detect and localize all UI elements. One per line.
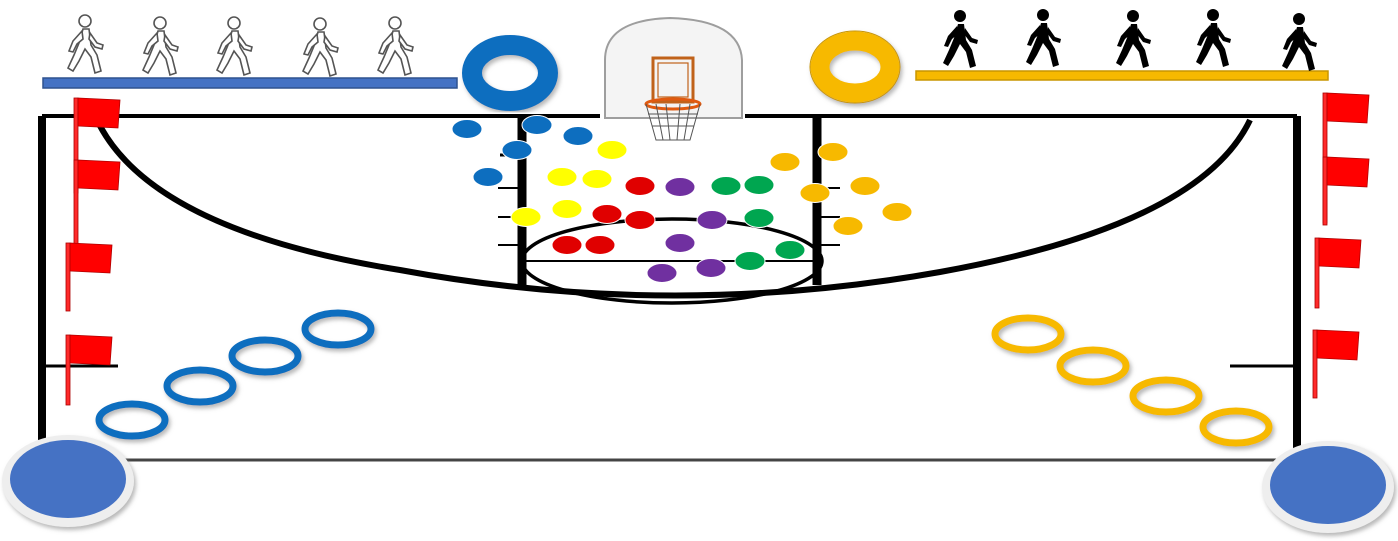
person-walking-solid-icon	[1282, 13, 1317, 71]
flag-icon	[1315, 238, 1361, 308]
flag-icon	[66, 243, 112, 311]
poly-spot-green	[711, 177, 741, 196]
poly-spot-green	[735, 252, 765, 271]
poly-spot-purple	[665, 234, 695, 253]
poly-spot-orange	[800, 184, 830, 203]
yellow-ring	[1203, 411, 1269, 443]
court-lines	[42, 116, 1297, 460]
poly-spot-orange	[818, 143, 848, 162]
person-walking-solid-icon	[1116, 10, 1151, 68]
poly-spot-yellow	[511, 208, 541, 227]
yellow-ring	[1133, 380, 1199, 412]
person-walking-outline-icon	[68, 15, 103, 73]
poly-spot-red	[625, 211, 655, 230]
poly-spot-yellow	[547, 168, 577, 187]
poly-spot-blue	[563, 127, 593, 146]
rings-group	[99, 313, 1269, 443]
blue-ring	[167, 370, 233, 402]
poly-spot-blue	[452, 120, 482, 139]
poly-spot-purple	[696, 259, 726, 278]
poly-spot-purple	[647, 264, 677, 283]
left-team-bench	[43, 78, 457, 88]
yellow-ring	[1060, 350, 1126, 382]
left-base	[2, 435, 134, 527]
yellow-ring	[995, 318, 1061, 350]
poly-spot-orange	[833, 217, 863, 236]
person-walking-solid-icon	[943, 10, 978, 68]
poly-spot-blue	[502, 141, 532, 160]
poly-spot-red	[585, 236, 615, 255]
blue-ring	[232, 340, 298, 372]
right-team-players	[943, 9, 1317, 71]
flag-icon	[66, 335, 112, 405]
poly-spot-red	[592, 205, 622, 224]
person-walking-outline-icon	[378, 17, 413, 75]
poly-spot-yellow	[552, 200, 582, 219]
person-walking-outline-icon	[303, 18, 338, 76]
flags-group	[66, 93, 1369, 405]
poly-spot-yellow	[597, 141, 627, 160]
poly-spot-green	[744, 176, 774, 195]
person-walking-solid-icon	[1026, 9, 1061, 67]
poly-spot-yellow	[582, 170, 612, 189]
person-walking-outline-icon	[143, 17, 178, 75]
blue-ring	[99, 404, 165, 436]
poly-spot-orange	[882, 203, 912, 222]
poly-spot-orange	[850, 177, 880, 196]
right-base	[1262, 441, 1394, 533]
flag-icon	[1323, 157, 1369, 225]
person-walking-solid-icon	[1196, 9, 1231, 67]
left-team-players	[68, 15, 413, 76]
poly-spot-orange	[770, 153, 800, 172]
blue-ring	[305, 313, 371, 345]
blue-team-ring	[472, 45, 548, 101]
poly-spot-green	[744, 209, 774, 228]
yellow-team-ring	[810, 31, 900, 103]
person-walking-outline-icon	[217, 17, 252, 75]
poly-spot-purple	[697, 211, 727, 230]
poly-spot-blue	[473, 168, 503, 187]
poly-spot-purple	[665, 178, 695, 197]
flag-icon	[1313, 330, 1359, 398]
flag-icon	[74, 160, 120, 255]
poly-spot-green	[775, 241, 805, 260]
poly-spot-blue	[522, 116, 552, 135]
right-team-bench	[916, 71, 1328, 80]
basketball-hoop-icon	[605, 18, 742, 140]
poly-spot-red	[625, 177, 655, 196]
poly-spot-red	[552, 236, 582, 255]
